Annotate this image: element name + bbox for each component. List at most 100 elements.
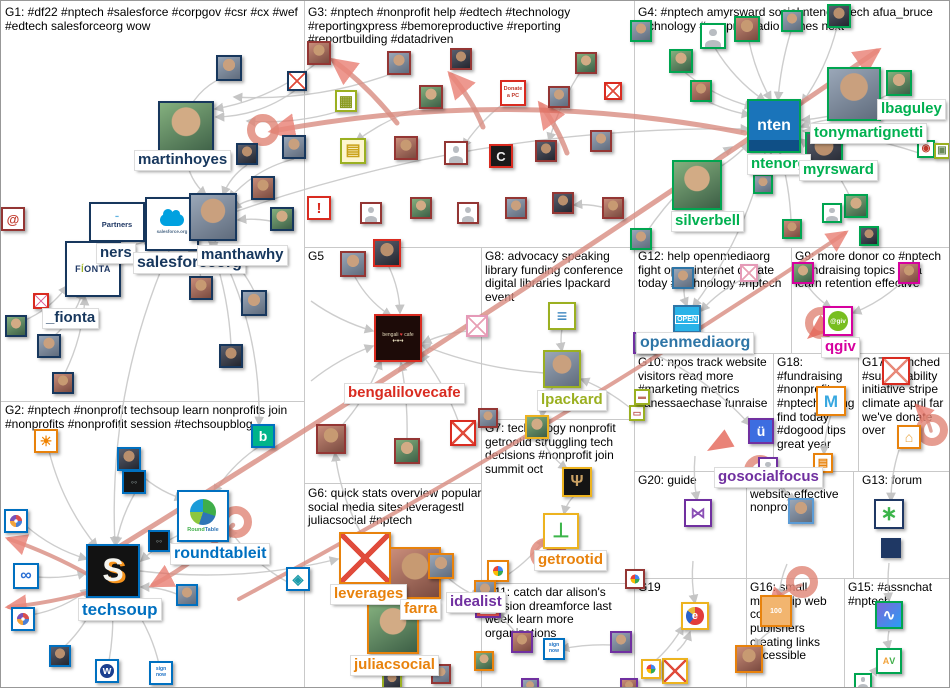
node-photo[interactable] <box>630 20 652 42</box>
node-silverbell[interactable] <box>672 160 722 210</box>
node-photo[interactable] <box>5 315 27 337</box>
vertex-label-_fionta[interactable]: _fionta <box>43 309 99 328</box>
node-w-circle-icon[interactable]: w <box>95 659 119 683</box>
node-rainbow-icon[interactable] <box>487 560 509 582</box>
vertex-label-lpackard[interactable]: lpackard <box>538 391 606 410</box>
vertex-label-idealist[interactable]: idealist <box>447 593 505 612</box>
node-av-icon[interactable]: AV <box>876 648 902 674</box>
node-photo[interactable] <box>781 10 803 32</box>
vertex-label-ners[interactable]: ners <box>97 244 135 263</box>
node-martinhoyes[interactable] <box>158 101 214 157</box>
node-photo[interactable] <box>270 207 294 231</box>
node-photo[interactable] <box>535 140 557 162</box>
node-brain-icon[interactable]: Ψ <box>562 467 592 497</box>
node-infinity-icon[interactable]: ∞ <box>13 563 39 589</box>
node-orange-box-icon[interactable]: 100 <box>760 595 792 627</box>
node-photo[interactable] <box>898 262 920 284</box>
node-butterfly-icon[interactable]: ⋈ <box>684 499 712 527</box>
node-tonymartignetti[interactable] <box>827 67 881 121</box>
node-avatar-silhouette[interactable] <box>457 202 479 224</box>
node-qgiv-logo[interactable]: @giv <box>823 306 853 336</box>
node-photo[interactable] <box>610 631 632 653</box>
node-photo[interactable] <box>37 334 61 358</box>
node-openmediaorg-logo[interactable]: OPEN <box>673 305 701 333</box>
node-wave-icon[interactable]: ∿ <box>875 601 903 629</box>
node-x-missing-image[interactable] <box>450 420 476 446</box>
node-pie-icon[interactable] <box>4 509 28 533</box>
node-photo[interactable] <box>844 194 868 218</box>
vertex-label-roundtableit[interactable]: roundtableit <box>171 544 270 564</box>
node-photo[interactable] <box>505 197 527 219</box>
node-spark-icon[interactable]: ∗ <box>874 499 904 529</box>
node-sun-icon[interactable]: ☀ <box>34 429 58 453</box>
node-b-icon[interactable]: b <box>251 424 275 448</box>
node-avatar-silhouette[interactable] <box>700 23 726 49</box>
node-photo[interactable] <box>117 447 141 471</box>
node-photo[interactable] <box>428 553 454 579</box>
node-photo[interactable] <box>478 408 498 428</box>
node-stack-icon[interactable]: ≡ <box>548 302 576 330</box>
node-roundtable-logo[interactable]: RoundTable <box>177 490 229 542</box>
node-photo[interactable] <box>241 290 267 316</box>
node-afua-bruce[interactable] <box>827 4 851 28</box>
node-photo[interactable] <box>669 49 693 73</box>
vertex-label-manthawhy[interactable]: manthawhy <box>198 246 287 265</box>
node-lbaguley[interactable] <box>886 70 912 96</box>
node-avatar-silhouette[interactable] <box>854 673 872 687</box>
node-photo[interactable] <box>672 267 694 289</box>
node-photo[interactable] <box>753 174 773 194</box>
node-e-circle-icon[interactable]: e <box>681 602 709 630</box>
node-pie-icon[interactable] <box>11 607 35 631</box>
node-juliacsocial[interactable] <box>367 602 419 654</box>
node-grid-icon[interactable]: ▦ <box>335 90 357 112</box>
node-google-icon[interactable] <box>641 659 661 679</box>
vertex-label-openmediaorg[interactable]: openmediaorg <box>637 333 754 353</box>
node-x-missing-image[interactable] <box>287 71 307 91</box>
node-photo[interactable] <box>590 130 612 152</box>
node-bengalilovecafe[interactable]: bengali ♥ cafe♦▪♦▪♦ <box>374 314 422 362</box>
node-photo[interactable] <box>394 136 418 160</box>
node-photo[interactable] <box>630 228 652 250</box>
vertex-label-myrsward[interactable]: myrsward <box>800 161 877 180</box>
node-small-icon[interactable]: ▬ <box>634 389 650 405</box>
node-photo[interactable] <box>176 584 198 606</box>
node-photo[interactable] <box>52 372 74 394</box>
node-photo[interactable] <box>307 41 331 65</box>
vertex-label-lbaguley[interactable]: lbaguley <box>878 100 945 119</box>
vertex-label-farra[interactable]: farra <box>401 600 441 619</box>
node-photo[interactable] <box>620 678 638 687</box>
node-photo[interactable] <box>216 55 242 81</box>
node-at-icon[interactable]: @ <box>1 207 25 231</box>
node-techsoup-logo[interactable]: S <box>86 544 140 598</box>
vertex-label-martinhoyes[interactable]: martinhoyes <box>135 151 231 170</box>
node-navy-box-icon[interactable] <box>881 538 901 558</box>
node-photo[interactable] <box>340 251 366 277</box>
vertex-label-getrootid[interactable]: getrootid <box>535 551 606 570</box>
node-photo[interactable] <box>251 176 275 200</box>
node-dark-icon[interactable]: ◦◦ <box>122 470 146 494</box>
node-photo[interactable] <box>189 276 213 300</box>
node-avatar-silhouette[interactable] <box>360 202 382 224</box>
node-x-missing-image[interactable] <box>604 82 622 100</box>
node-photo[interactable] <box>450 48 472 70</box>
node-x-missing-image[interactable] <box>466 315 488 337</box>
node-x-missing-image[interactable] <box>740 264 758 282</box>
node-photo[interactable] <box>859 226 879 246</box>
node-x-missing-image[interactable] <box>662 658 688 684</box>
vertex-label-juliacsocial[interactable]: juliacsocial <box>351 656 438 675</box>
node-photo[interactable] <box>419 85 443 109</box>
vertex-label-techsoup[interactable]: techsoup <box>79 599 161 621</box>
node-partners-logo[interactable]: ▪▪Partners <box>89 202 145 242</box>
node-photo[interactable] <box>282 135 306 159</box>
node-x-missing-image[interactable] <box>882 357 910 385</box>
node-flag-icon[interactable]: ▭ <box>629 405 645 421</box>
node-manthawhy[interactable] <box>189 193 237 241</box>
node-ntenorg-logo[interactable]: nten <box>747 99 801 153</box>
node-photo[interactable] <box>552 192 574 214</box>
node-photo[interactable] <box>219 344 243 368</box>
node-u-icon[interactable]: ü <box>748 418 774 444</box>
node-leverages[interactable] <box>339 532 391 584</box>
